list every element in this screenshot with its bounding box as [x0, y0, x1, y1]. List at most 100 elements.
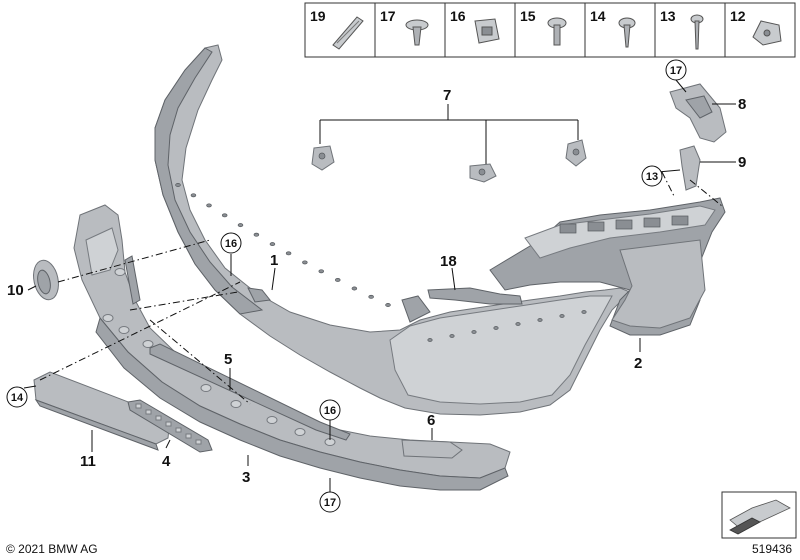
- tow-hook-cover[interactable]: [30, 258, 62, 302]
- copyright-text: © 2021 BMW AG: [6, 542, 98, 556]
- strip-number: 15: [520, 8, 536, 24]
- mounting-hole: [335, 278, 341, 282]
- boss: [294, 428, 306, 436]
- trim-strip[interactable]: [127, 399, 213, 453]
- callout-4[interactable]: 4: [162, 453, 171, 470]
- guide-bracket[interactable]: [427, 287, 523, 305]
- support-bracket[interactable]: [679, 145, 701, 191]
- mounting-hole: [253, 232, 260, 237]
- strip-number: 17: [380, 8, 396, 24]
- mounting-hole: [559, 314, 565, 318]
- strip-cell-12[interactable]: 12: [724, 3, 782, 57]
- svg-text:17: 17: [670, 65, 682, 77]
- strip-number: 16: [450, 8, 466, 24]
- corner-bracket[interactable]: [669, 83, 727, 143]
- boss: [266, 416, 278, 424]
- callout-11[interactable]: 11: [80, 453, 96, 470]
- mounting-hole: [221, 213, 228, 218]
- circled-callout-16-upper[interactable]: 16: [220, 232, 242, 254]
- carrier-slot: [587, 221, 605, 232]
- callout-9[interactable]: 9: [738, 154, 746, 171]
- carrier-slot: [559, 223, 577, 234]
- trim-tooth: [165, 421, 172, 427]
- mounting-hole: [318, 269, 325, 274]
- strip-number: 14: [590, 8, 606, 24]
- boss: [118, 326, 130, 334]
- callout-2[interactable]: 2: [634, 355, 642, 372]
- svg-text:13: 13: [646, 171, 658, 183]
- clip-nut-icon: [474, 18, 500, 44]
- arrow-icon: [729, 517, 761, 535]
- lower-grille-strip[interactable]: [124, 255, 351, 441]
- circled-callout-13[interactable]: 13: [641, 165, 663, 187]
- strip-cell-15[interactable]: 15: [514, 3, 567, 57]
- leader-lines: [23, 79, 736, 492]
- boss: [102, 314, 114, 322]
- trim-tooth: [145, 409, 152, 415]
- mounting-hole: [269, 242, 276, 247]
- view-direction-box: [721, 491, 797, 539]
- callout-6[interactable]: 6: [427, 412, 435, 429]
- mounting-hole: [368, 294, 374, 299]
- strip-number: 13: [660, 8, 676, 24]
- mounting-hole: [206, 203, 212, 208]
- strip-cell-17[interactable]: 17: [374, 3, 429, 57]
- license-plate-bracket[interactable]: [33, 371, 171, 451]
- diagram-number: 519436: [752, 542, 792, 556]
- bumper-carrier[interactable]: [489, 197, 726, 336]
- strip-number: 12: [730, 8, 746, 24]
- mounting-hole: [285, 251, 292, 256]
- callout-3[interactable]: 3: [242, 469, 250, 486]
- mounting-hole: [471, 330, 477, 334]
- trim-tooth: [155, 415, 162, 421]
- flange-screw-icon: [618, 17, 636, 48]
- spring-nut-icon: [752, 20, 782, 46]
- svg-text:14: 14: [11, 392, 24, 404]
- circled-callout-17-bottom[interactable]: 17: [319, 491, 341, 513]
- mounting-hole: [351, 286, 358, 291]
- callout-10[interactable]: 10: [7, 282, 24, 299]
- boss: [142, 340, 154, 348]
- expansion-rivet-icon: [405, 19, 429, 46]
- carrier-slot: [643, 217, 661, 228]
- mounting-hole: [537, 318, 543, 322]
- strip-number: 19: [310, 8, 326, 24]
- mounting-hole: [449, 334, 455, 338]
- circled-callout-16-lower[interactable]: 16: [319, 399, 341, 421]
- long-screw-icon: [690, 14, 704, 50]
- mounting-hole: [190, 193, 197, 198]
- carrier-slot: [671, 215, 689, 226]
- carrier-slot: [615, 219, 633, 230]
- strip-cell-14[interactable]: 14: [584, 3, 636, 57]
- strip-cell-19[interactable]: 19: [310, 8, 364, 50]
- trim-tooth: [175, 427, 182, 433]
- strip-cell-13[interactable]: 13: [654, 3, 704, 57]
- callout-18[interactable]: 18: [440, 253, 457, 270]
- circled-callout-14[interactable]: 14: [6, 386, 28, 408]
- mounting-hole: [427, 338, 433, 342]
- parts-strip: 19 17 16 15 14 13 12: [304, 2, 796, 58]
- trim-tooth: [185, 433, 192, 439]
- mounting-hole: [302, 260, 308, 265]
- bumper-cover[interactable]: [154, 44, 631, 416]
- bumper-lower-section[interactable]: [73, 204, 511, 491]
- svg-text:16: 16: [324, 405, 336, 417]
- mounting-hole: [175, 183, 181, 187]
- mounting-hole: [581, 310, 587, 314]
- svg-text:16: 16: [225, 238, 237, 250]
- callout-5[interactable]: 5: [224, 351, 232, 368]
- mounting-clips[interactable]: [311, 139, 587, 183]
- svg-text:17: 17: [324, 497, 336, 509]
- callout-1[interactable]: 1: [270, 252, 278, 269]
- callout-7[interactable]: 7: [443, 87, 451, 104]
- strip-cell-16[interactable]: 16: [444, 3, 500, 57]
- pan-head-screw-icon: [547, 17, 567, 46]
- trim-tooth: [135, 403, 142, 409]
- circled-callout-17-top[interactable]: 17: [665, 59, 687, 81]
- callout-8[interactable]: 8: [738, 96, 746, 113]
- side-bracket-small[interactable]: [401, 439, 463, 459]
- mounting-hole: [237, 223, 244, 228]
- mounting-hole: [515, 322, 521, 326]
- clip-strip-icon: [332, 16, 364, 50]
